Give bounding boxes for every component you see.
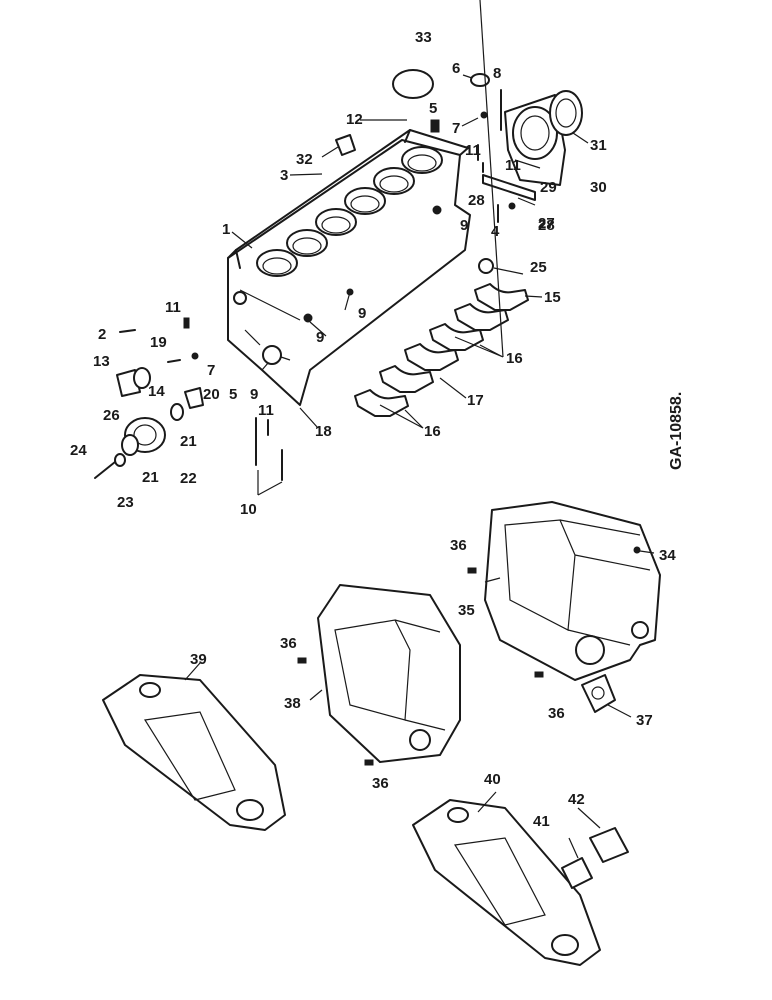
- callout-8: 8: [493, 65, 501, 82]
- callout-22: 22: [180, 470, 197, 487]
- callout-17: 17: [467, 392, 484, 409]
- callout-12: 12: [346, 111, 363, 128]
- callout-5: 5: [429, 100, 437, 117]
- callout-29: 29: [540, 179, 557, 196]
- rear-seal-housing: [504, 90, 583, 186]
- callout-9: 9: [250, 386, 258, 403]
- callout-20: 20: [203, 386, 220, 403]
- bar-and-dowels: [432, 144, 536, 274]
- callout-21: 21: [180, 433, 197, 450]
- callout-5: 5: [229, 386, 237, 403]
- callout-36: 36: [372, 775, 389, 792]
- callout-16: 16: [424, 423, 441, 440]
- callout-41: 41: [533, 813, 550, 830]
- callout-34: 34: [659, 547, 676, 564]
- callout-39: 39: [190, 651, 207, 668]
- callout-25: 25: [530, 259, 547, 276]
- leader-lines: [184, 0, 655, 859]
- callout-40: 40: [484, 771, 501, 788]
- callout-3: 3: [280, 167, 288, 184]
- callout-18: 18: [315, 423, 332, 440]
- flywheel-housing-39: [102, 674, 286, 831]
- callout-36: 36: [450, 537, 467, 554]
- callout-4: 4: [491, 223, 500, 240]
- callout-15: 15: [544, 289, 561, 306]
- callout-36: 36: [548, 705, 565, 722]
- callout-33: 33: [415, 29, 432, 46]
- callout-10: 10: [240, 501, 257, 518]
- callout-7: 7: [207, 362, 215, 379]
- figure-id: GA-10858.: [668, 392, 685, 470]
- flywheel-housing-40: [412, 799, 629, 966]
- callout-11: 11: [465, 142, 481, 159]
- flywheel-housing-35: [467, 501, 661, 713]
- callout-11: 11: [258, 402, 274, 419]
- callout-32: 32: [296, 151, 313, 168]
- callout-6: 6: [452, 60, 460, 77]
- callout-24: 24: [70, 442, 87, 459]
- callout-37: 37: [636, 712, 653, 729]
- callout-1: 1: [222, 221, 230, 238]
- callout-9: 9: [316, 329, 324, 346]
- bearing-caps: [354, 283, 529, 417]
- callout-30: 30: [590, 179, 607, 196]
- callout-26: 26: [103, 407, 120, 424]
- callout-38: 38: [284, 695, 301, 712]
- top-small-parts: [335, 69, 502, 156]
- left-small-parts: [94, 317, 283, 481]
- callout-35: 35: [458, 602, 475, 619]
- callout-9: 9: [460, 217, 468, 234]
- callout-19: 19: [150, 334, 167, 351]
- callout-7: 7: [452, 120, 460, 137]
- callout-16: 16: [506, 350, 523, 367]
- callout-27: 27: [538, 215, 555, 232]
- flywheel-housing-38: [297, 584, 461, 766]
- callout-9: 9: [358, 305, 366, 322]
- callout-36: 36: [280, 635, 297, 652]
- callout-2: 2: [98, 326, 106, 343]
- callout-23: 23: [117, 494, 134, 511]
- callout-28: 28: [538, 217, 555, 234]
- cylinder-block: [227, 129, 471, 406]
- callout-13: 13: [93, 353, 110, 370]
- callout-labels: 1 2 3 4 5 5 6 7 7 8 9 9 9 9 10 11 11 11 …: [70, 29, 676, 830]
- callout-42: 42: [568, 791, 585, 808]
- callout-11: 11: [165, 299, 181, 316]
- callout-28: 28: [468, 192, 485, 209]
- callout-31: 31: [590, 137, 607, 154]
- callout-21: 21: [142, 469, 159, 486]
- callout-11: 11: [505, 157, 521, 174]
- callout-14: 14: [148, 383, 165, 400]
